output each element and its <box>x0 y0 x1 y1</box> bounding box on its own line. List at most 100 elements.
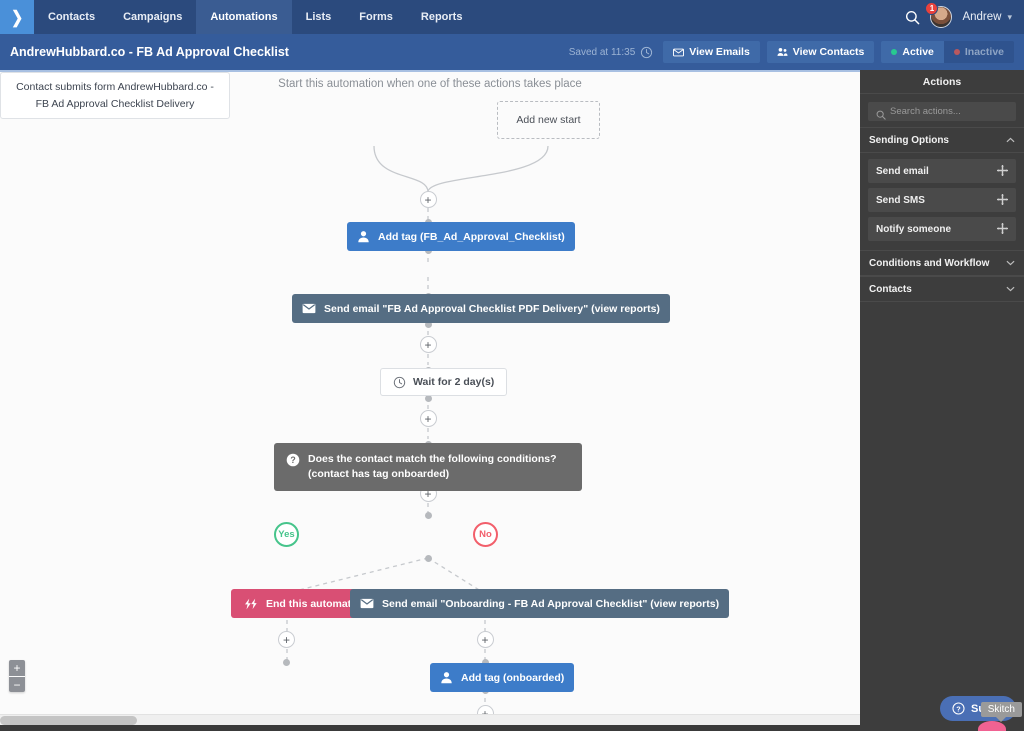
add-step-button[interactable]: + <box>419 191 437 208</box>
nav-item-campaigns[interactable]: Campaigns <box>109 0 196 34</box>
actions-panel: Actions Sending Options Send email Send … <box>860 70 1024 731</box>
automation-canvas[interactable]: Start this automation when one of these … <box>0 72 860 720</box>
node-wait-2-days[interactable]: Wait for 2 day(s) <box>380 368 508 396</box>
nav-label: Forms <box>359 11 393 23</box>
connector-dot <box>283 659 290 666</box>
envelope-icon <box>360 598 374 609</box>
start-trigger-label: Contact submits form AndrewHubbard.co - … <box>16 81 214 110</box>
move-handle-icon[interactable] <box>996 193 1009 207</box>
question-circle-icon: ? <box>286 453 300 467</box>
question-circle-icon: ? <box>952 702 965 715</box>
canvas-horizontal-scrollbar[interactable] <box>0 714 860 725</box>
status-toggle-group: Active Inactive <box>881 41 1014 63</box>
zoom-out-button[interactable]: − <box>9 676 25 692</box>
node-send-email-onboarding[interactable]: Send email "Onboarding - FB Ad Approval … <box>350 589 730 618</box>
branch-yes[interactable]: Yes <box>274 522 299 547</box>
action-send-sms[interactable]: Send SMS <box>868 188 1016 212</box>
node-condition-check[interactable]: ? Does the contact match the following c… <box>274 443 582 492</box>
avatar[interactable]: 1 <box>925 2 953 28</box>
node-send-email-pdf-delivery[interactable]: Send email "FB Ad Approval Checklist PDF… <box>292 294 670 323</box>
start-trigger-box[interactable]: Contact submits form AndrewHubbard.co - … <box>0 72 230 119</box>
nav-label: Contacts <box>48 11 96 23</box>
nav-item-forms[interactable]: Forms <box>345 0 407 34</box>
section-label: Contacts <box>869 283 912 295</box>
add-step-button[interactable]: + <box>278 631 295 648</box>
search-icon[interactable] <box>905 10 920 25</box>
contacts-icon <box>777 47 788 57</box>
node-label: Send email "Onboarding - FB Ad Approval … <box>382 597 720 610</box>
plus-icon: + <box>424 337 432 352</box>
status-dot-inactive-icon <box>953 49 960 55</box>
header-divider <box>0 70 860 72</box>
notification-badge[interactable]: 1 <box>925 2 939 15</box>
connector-dot <box>424 321 432 328</box>
node-add-tag-checklist[interactable]: Add tag (FB_Ad_Approval_Checklist) <box>347 222 575 251</box>
move-handle-icon[interactable] <box>996 164 1009 178</box>
view-contacts-button[interactable]: View Contacts <box>766 41 875 63</box>
section-header-contacts[interactable]: Contacts <box>860 276 1024 302</box>
status-toggle-active[interactable]: Active <box>881 41 944 63</box>
action-label: Notify someone <box>876 223 952 235</box>
window-bottom-strip <box>0 725 1024 731</box>
decorative-blob <box>978 721 1006 731</box>
status-dot-active-icon <box>891 49 898 55</box>
person-tag-icon <box>357 230 370 243</box>
username-label[interactable]: Andrew <box>962 11 1002 23</box>
view-emails-button[interactable]: View Emails <box>663 41 760 63</box>
add-new-start-label: Add new start <box>516 114 581 126</box>
view-emails-label: View Emails <box>689 46 750 58</box>
node-label: Wait for 2 day(s) <box>413 376 495 388</box>
node-label: End this automation <box>266 597 367 610</box>
app-logo[interactable]: ❯ <box>0 0 34 34</box>
branch-yes-label: Yes <box>278 529 295 540</box>
plus-icon: + <box>424 411 432 426</box>
search-actions-input[interactable] <box>868 102 1016 121</box>
add-new-start-box[interactable]: Add new start <box>497 101 600 139</box>
scrollbar-thumb[interactable] <box>0 716 137 725</box>
add-step-button[interactable]: + <box>419 410 437 427</box>
flash-end-icon <box>243 598 258 610</box>
node-add-tag-onboarded[interactable]: Add tag (onboarded) <box>430 663 575 692</box>
top-navigation-bar: ❯ Contacts Campaigns Automations Lists F… <box>0 0 1024 34</box>
skitch-tooltip: Skitch <box>980 702 1022 722</box>
clock-history-icon[interactable] <box>640 46 653 59</box>
envelope-icon <box>673 48 685 57</box>
add-step-button[interactable]: + <box>476 631 494 648</box>
section-header-conditions-and-workflow[interactable]: Conditions and Workflow <box>860 250 1024 276</box>
section-label: Conditions and Workflow <box>869 257 990 269</box>
status-inactive-label: Inactive <box>964 46 1004 58</box>
chevron-down-icon <box>1006 284 1015 294</box>
action-notify-someone[interactable]: Notify someone <box>868 217 1016 241</box>
status-toggle-inactive[interactable]: Inactive <box>943 41 1014 63</box>
branch-no[interactable]: No <box>473 522 498 547</box>
section-label: Sending Options <box>869 134 949 146</box>
chevron-down-icon[interactable]: ▾ <box>1007 11 1012 22</box>
nav-label: Automations <box>210 11 278 23</box>
connector-dot <box>424 512 432 519</box>
automation-subheader: AndrewHubbard.co - FB Ad Approval Checkl… <box>0 34 1024 70</box>
nav-item-automations[interactable]: Automations <box>196 0 292 34</box>
svg-text:?: ? <box>290 455 295 465</box>
branch-no-label: No <box>479 529 492 540</box>
canvas-zoom-controls: + − <box>9 660 25 692</box>
primary-nav-items: Contacts Campaigns Automations Lists For… <box>34 0 476 34</box>
add-step-button[interactable]: + <box>419 336 437 353</box>
connector-dot <box>424 395 432 402</box>
node-label: Send email "FB Ad Approval Checklist PDF… <box>324 302 660 315</box>
nav-item-reports[interactable]: Reports <box>407 0 477 34</box>
nav-item-contacts[interactable]: Contacts <box>34 0 109 34</box>
envelope-icon <box>302 303 316 314</box>
actions-panel-title: Actions <box>860 70 1024 94</box>
canvas-heading: Start this automation when one of these … <box>278 78 582 90</box>
nav-right-cluster: 1 Andrew ▾ <box>905 0 1024 34</box>
connector-dot <box>481 659 489 666</box>
page-title: AndrewHubbard.co - FB Ad Approval Checkl… <box>10 45 289 59</box>
section-header-sending-options[interactable]: Sending Options <box>860 127 1024 153</box>
zoom-in-button[interactable]: + <box>9 660 25 676</box>
clock-icon <box>393 376 406 389</box>
move-handle-icon[interactable] <box>996 222 1009 236</box>
nav-item-lists[interactable]: Lists <box>292 0 346 34</box>
action-send-email[interactable]: Send email <box>868 159 1016 183</box>
section-body-sending-options: Send email Send SMS Notify someone <box>860 153 1024 250</box>
